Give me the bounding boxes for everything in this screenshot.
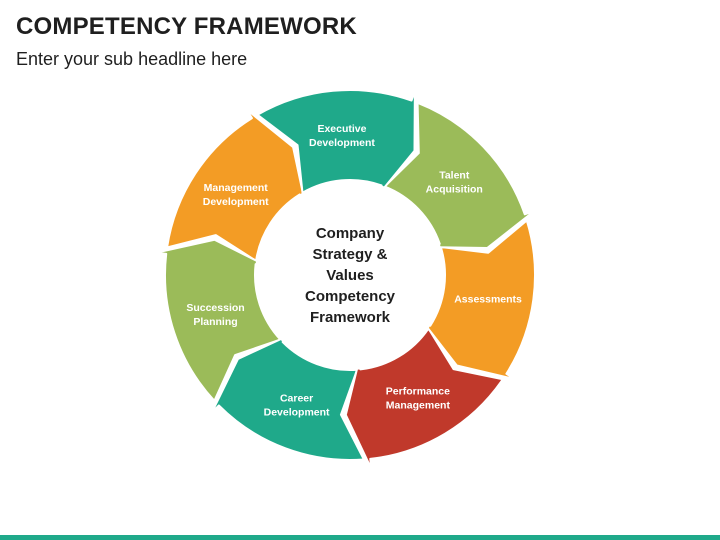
segment-label-line: Career <box>280 392 313 404</box>
segment-label-line: Planning <box>193 316 237 328</box>
center-label-line: Strategy & <box>312 246 387 263</box>
segment-label-line: Development <box>264 406 330 418</box>
segment-label-line: Assessments <box>454 293 522 305</box>
segment-label-line: Talent <box>439 170 470 182</box>
page-subtitle: Enter your sub headline here <box>16 49 248 69</box>
center-label-line: Company <box>316 225 385 242</box>
bottom-accent-bar <box>0 535 720 540</box>
segment-label-line: Development <box>309 137 375 149</box>
segment-label-line: Management <box>386 399 451 411</box>
segment-label-3: Assessments <box>454 293 522 305</box>
center-circle <box>255 180 445 370</box>
page-title: COMPETENCY FRAMEWORK <box>16 13 357 40</box>
center-label-line: Framework <box>310 309 391 326</box>
segment-label-line: Executive <box>317 123 366 135</box>
segment-label-line: Management <box>204 182 269 194</box>
segment-label-line: Succession <box>186 302 244 314</box>
cycle-segment-6 <box>155 238 282 402</box>
cycle-segment-4 <box>344 327 504 470</box>
center-label-line: Competency <box>305 288 396 305</box>
segment-label-line: Development <box>203 196 269 208</box>
segment-label-line: Acquisition <box>426 184 483 196</box>
segment-label-line: Performance <box>386 385 450 397</box>
center-label-line: Values <box>326 267 374 284</box>
